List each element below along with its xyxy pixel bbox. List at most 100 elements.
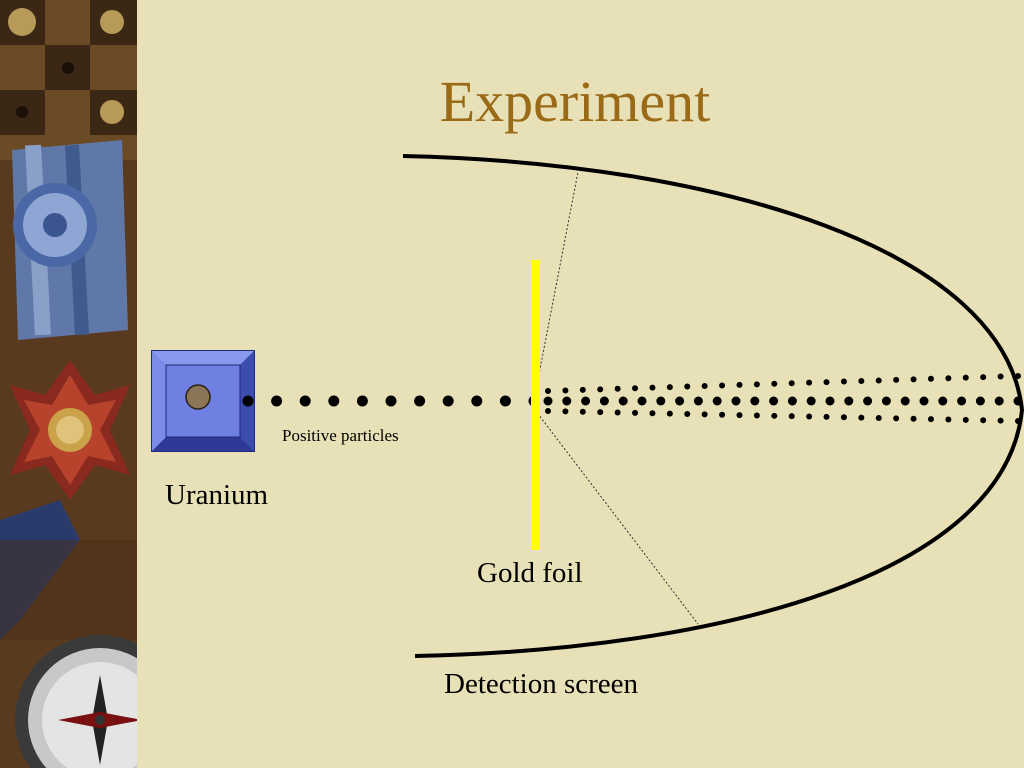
particle-dot [980,374,987,381]
particle-dot [618,396,628,406]
particle-dot [840,414,847,421]
particle-dot [666,410,673,417]
uranium-source [151,350,255,452]
particle-dot [499,395,511,407]
particle-dot [938,396,948,406]
particle-dot [632,409,639,416]
particle-dot [980,417,987,424]
gold-foil-label: Gold foil [477,557,583,589]
particle-dot [562,396,572,406]
particle-dot [875,377,882,384]
particle-dot [656,396,666,406]
particle-dot [599,396,609,406]
compass [15,635,137,768]
particle-dot [927,416,934,423]
particle-dot [414,395,426,407]
transmitted-particle-beams [543,373,1023,424]
particle-dot [806,396,816,406]
particle-dot [649,384,656,391]
particle-dot [975,396,985,406]
particle-dot [771,412,778,419]
particle-dot [787,396,797,406]
particle-dot [693,396,703,406]
particle-dot [471,395,483,407]
uranium-label: Uranium [165,479,269,511]
particle-dot [328,395,340,407]
particle-dot [736,381,743,388]
particle-dot [1013,396,1023,406]
particle-dot [910,415,917,422]
particle-dot [840,378,847,385]
particle-dot [543,396,553,406]
particle-dot [712,396,722,406]
particle-dot [545,388,551,394]
particle-dot [1015,418,1021,424]
deflected-path-upper [534,171,579,396]
particle-dot [356,395,368,407]
particle-dot [962,374,969,381]
particle-dot [271,395,283,407]
particle-dot [945,416,952,423]
slide-title: Experiment [439,69,711,134]
particle-dot [994,396,1004,406]
particle-dot [771,380,778,387]
particle-dot [750,396,760,406]
particle-dot [581,396,591,406]
particle-dot [299,395,311,407]
particle-dot [731,396,741,406]
particle-dot [637,396,647,406]
ribbon [12,140,128,340]
particle-dot [385,395,397,407]
particle-dot [788,413,795,420]
particle-dot [962,416,969,423]
particle-dot [997,373,1004,380]
particle-dot [844,396,854,406]
particle-dot [858,414,865,421]
particle-dot [614,385,621,392]
particle-dot [825,396,835,406]
particle-dot [858,378,865,384]
particle-dot [997,417,1004,424]
medal-and-compass-decorative-image [0,0,137,768]
particle-dot [863,396,873,406]
particle-dot [900,396,910,406]
particle-dot [675,396,685,406]
particle-dot [597,409,604,416]
uranium-nucleus [185,384,211,410]
particle-dot [579,408,586,415]
incoming-particle-beam [242,395,540,407]
particle-dot [684,410,691,417]
detection-screen-label: Detection screen [444,668,639,700]
particle-dot [823,413,830,420]
particle-dot [945,375,952,382]
checker-pattern [0,0,137,160]
particle-dot [442,395,454,407]
particle-dot [701,383,708,389]
cross-medal [10,360,130,500]
particle-dot [893,415,900,422]
particle-dot [562,408,569,415]
particle-dot [788,380,795,387]
particle-dot [806,413,813,420]
particle-dot [632,385,639,392]
deflected-path-lower [534,409,699,625]
particle-dot [701,411,708,418]
detection-screen-curve [402,154,1024,658]
particle-dot [919,396,929,406]
particle-dot [753,412,760,419]
particle-dot [666,384,673,391]
particle-dot [684,383,691,390]
gold-foil-strip [531,260,540,550]
particle-dot [875,415,882,422]
strap [0,500,80,640]
particle-dot [881,396,891,406]
particle-dot [719,411,726,418]
particle-dot [736,412,743,419]
particle-dot [806,379,813,386]
particle-dot [649,410,656,417]
particle-dot [545,408,551,414]
particle-dot [242,395,254,407]
positive-particles-label: Positive particles [282,426,399,445]
particle-dot [579,386,586,393]
